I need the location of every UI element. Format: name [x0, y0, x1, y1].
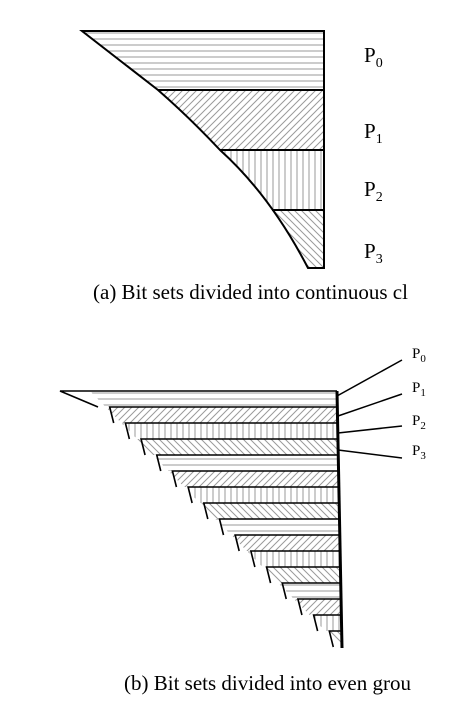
region-a-p2 [220, 150, 324, 210]
region-a-p3 [272, 210, 324, 268]
teeth-b [59, 390, 342, 648]
tooth-b [218, 518, 340, 536]
strip-b [137, 439, 339, 455]
strip-b [168, 471, 339, 487]
label-a-p1: P1 [364, 119, 383, 147]
tooth-b [296, 598, 342, 616]
panel-b: P0 P1 P2 P3 (b) Bit sets divided into ev… [59, 346, 426, 695]
strip-b [325, 631, 343, 647]
region-a-p1 [158, 90, 324, 150]
label-b-p0: P0 [412, 346, 426, 365]
tooth-b [59, 390, 337, 408]
strip-b [246, 551, 341, 567]
tooth-b [140, 438, 338, 456]
tooth-b [328, 630, 342, 648]
label-b-p2: P2 [412, 413, 426, 432]
caption-a: (a) Bit sets divided into continuous cl [93, 280, 408, 304]
outline-a [79, 30, 325, 269]
label-a-p3: P3 [364, 239, 383, 267]
tooth-b [265, 566, 341, 584]
tooth-b [171, 470, 339, 488]
tooth-b [281, 582, 341, 600]
strip-b [184, 487, 340, 503]
label-b-p3: P3 [412, 443, 426, 462]
caption-b: (b) Bit sets divided into even grou [124, 671, 411, 695]
strip-b [152, 455, 339, 471]
tooth-b [124, 422, 338, 440]
strip-b [293, 599, 342, 615]
strip-b [278, 583, 342, 599]
spine-b [335, 390, 344, 649]
strip-b [231, 535, 341, 551]
leader-b-p2 [337, 425, 403, 434]
panel-a: P0 P1 P2 P3 (a) Bit sets divided into co… [79, 30, 408, 304]
strip-b [90, 391, 338, 407]
label-b-p1: P1 [412, 380, 426, 399]
tooth-b [249, 550, 341, 568]
leader-b-p1 [337, 393, 403, 417]
strip-b [309, 615, 342, 631]
strip-b [215, 519, 340, 535]
label-a-p2: P2 [364, 177, 383, 205]
tooth-b [187, 486, 339, 504]
strip-b [105, 407, 338, 423]
strip-b [262, 567, 341, 583]
leader-b-p0 [336, 359, 403, 397]
strips-b [90, 391, 343, 647]
tooth-b [155, 454, 339, 472]
label-a-p0: P0 [364, 43, 383, 71]
tooth-b [312, 614, 342, 632]
strip-b [121, 423, 338, 439]
tooth-b [234, 534, 340, 552]
strip-b [199, 503, 340, 519]
leader-b-p3 [337, 449, 403, 459]
tooth-b [202, 502, 340, 520]
region-a-p0 [82, 31, 324, 90]
tooth-b [108, 406, 338, 424]
